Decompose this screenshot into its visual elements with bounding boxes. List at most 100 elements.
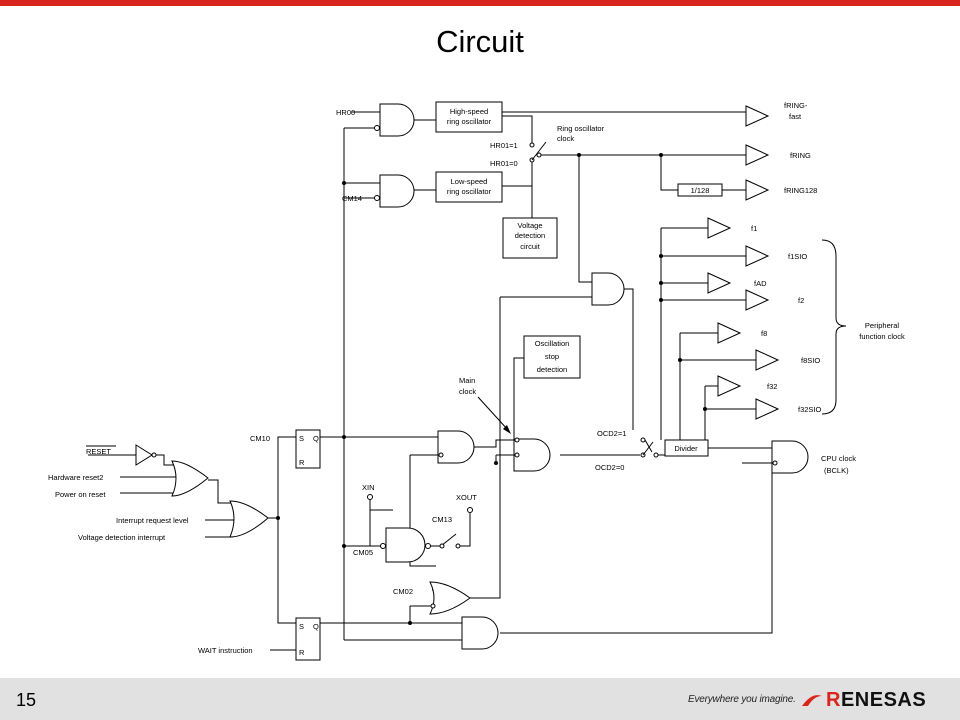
footer-bar xyxy=(0,678,960,720)
buffer-fring128 xyxy=(745,179,770,201)
label-main-1: Main xyxy=(459,376,475,385)
buffer-fring-fast xyxy=(745,105,770,127)
buffer-f2 xyxy=(745,289,770,311)
junction-dots xyxy=(276,153,707,625)
xin-pin xyxy=(367,494,373,500)
footer-tagline: Everywhere you imagine. xyxy=(688,694,796,705)
label-fring: fRING xyxy=(790,151,811,160)
label-vd-2: detection xyxy=(515,231,545,240)
sr-latch-top xyxy=(295,429,321,469)
label-f8: f8 xyxy=(761,329,767,338)
label-ring-osc-2: clock xyxy=(557,134,574,143)
or-gate-interrupt xyxy=(229,500,269,538)
label-osd-1: Oscillation xyxy=(535,339,570,348)
main-clock-arrow xyxy=(477,396,509,431)
and-gate-cm14 xyxy=(374,174,415,208)
brand-prefix: R xyxy=(826,689,841,711)
label-int-req: Interrupt request level xyxy=(116,516,189,525)
wires xyxy=(88,111,773,651)
label-vd-int: Voltage detection interrupt xyxy=(78,533,166,542)
and-gate-wait xyxy=(461,616,499,650)
buffer-fad xyxy=(707,272,732,294)
high-speed-oscillator-box xyxy=(435,101,503,133)
label-power-on: Power on reset xyxy=(55,490,106,499)
label-cpu-2: (BCLK) xyxy=(824,466,849,475)
label-cm14: CM14 xyxy=(342,194,362,203)
brand-logo-text: RENESAS xyxy=(826,689,926,712)
label-r2: R xyxy=(299,648,305,657)
label-periph-1: Peripheral xyxy=(865,321,900,330)
label-s2: S xyxy=(299,622,304,631)
cm13-switch-a xyxy=(439,543,445,549)
label-f2: f2 xyxy=(798,296,804,305)
label-wait: WAIT instruction xyxy=(198,646,253,655)
or-gate-reset xyxy=(171,460,209,497)
label-hr01-1: HR01=1 xyxy=(490,141,518,150)
label-cm10: CM10 xyxy=(250,434,270,443)
label-ring-osc-1: Ring oscillator xyxy=(557,124,605,133)
ocd2-switch xyxy=(640,437,659,458)
and-gate-cm10 xyxy=(437,430,475,464)
label-hso-2: ring oscillator xyxy=(447,117,492,126)
label-f1sio: f1SIO xyxy=(788,252,807,261)
label-ocd2-1: OCD2=1 xyxy=(597,429,626,438)
label-lso-1: Low-speed xyxy=(451,177,488,186)
label-s1: S xyxy=(299,434,304,443)
brand-rest: ENESAS xyxy=(840,689,927,711)
hr01-switch xyxy=(529,141,547,163)
label-f32: f32 xyxy=(767,382,777,391)
label-lso-2: ring oscillator xyxy=(447,187,492,196)
xout-pin xyxy=(467,507,473,513)
renesas-logo-icon xyxy=(802,695,822,706)
or-gate-cm02 xyxy=(429,581,471,615)
reset-inverter xyxy=(135,444,157,466)
nand-gate-cm05 xyxy=(380,527,431,563)
label-q1: Q xyxy=(313,434,319,443)
label-hr01-0: HR01=0 xyxy=(490,159,518,168)
label-q2: Q xyxy=(313,622,319,631)
and-gate-cpu-clock xyxy=(771,440,809,474)
buffer-f32 xyxy=(717,375,742,397)
and-gate-main xyxy=(513,437,551,472)
label-div128: 1/128 xyxy=(691,186,710,195)
label-osd-2: stop xyxy=(545,352,559,361)
buffer-f8 xyxy=(717,322,742,344)
top-accent-bar xyxy=(0,0,960,6)
label-reset: RESET xyxy=(86,447,111,456)
label-periph-2: function clock xyxy=(859,332,905,341)
label-cm13: CM13 xyxy=(432,515,452,524)
label-hr00: HR00 xyxy=(336,108,355,117)
label-divider: Divider xyxy=(674,444,698,453)
label-cpu-1: CPU clock xyxy=(821,454,856,463)
buffer-f1sio xyxy=(745,245,770,267)
label-fad: fAD xyxy=(754,279,767,288)
oscillation-stop-box xyxy=(523,335,581,379)
slide-title: Circuit xyxy=(436,24,524,59)
label-vd-3: circuit xyxy=(520,242,541,251)
label-cm02: CM02 xyxy=(393,587,413,596)
label-main-2: clock xyxy=(459,387,476,396)
label-f8sio: f8SIO xyxy=(801,356,820,365)
sr-latch-bottom xyxy=(295,617,321,661)
label-xin: XIN xyxy=(362,483,375,492)
label-ocd2-0: OCD2=0 xyxy=(595,463,624,472)
label-f1: f1 xyxy=(751,224,757,233)
voltage-detection-box xyxy=(502,217,558,259)
label-f32sio: f32SIO xyxy=(798,405,822,414)
and-gate-ring-clock xyxy=(591,272,625,306)
buffer-f32sio xyxy=(755,398,780,420)
label-vd-1: Voltage xyxy=(517,221,542,230)
label-osd-3: detection xyxy=(537,365,567,374)
page-number: 15 xyxy=(16,690,37,710)
label-hso-1: High-speed xyxy=(450,107,488,116)
label-fring-fast-1: fRING- xyxy=(784,101,808,110)
diagram-labels: HR00 CM14 High-speed ring oscillator Low… xyxy=(48,101,905,657)
label-r1: R xyxy=(299,458,305,467)
label-fring-fast-2: fast xyxy=(789,112,802,121)
peripheral-brace xyxy=(821,239,847,415)
low-speed-oscillator-box xyxy=(435,171,503,203)
and-gate-hr00 xyxy=(374,103,415,137)
div128-box xyxy=(677,183,723,197)
cm13-switch-b xyxy=(455,543,461,549)
